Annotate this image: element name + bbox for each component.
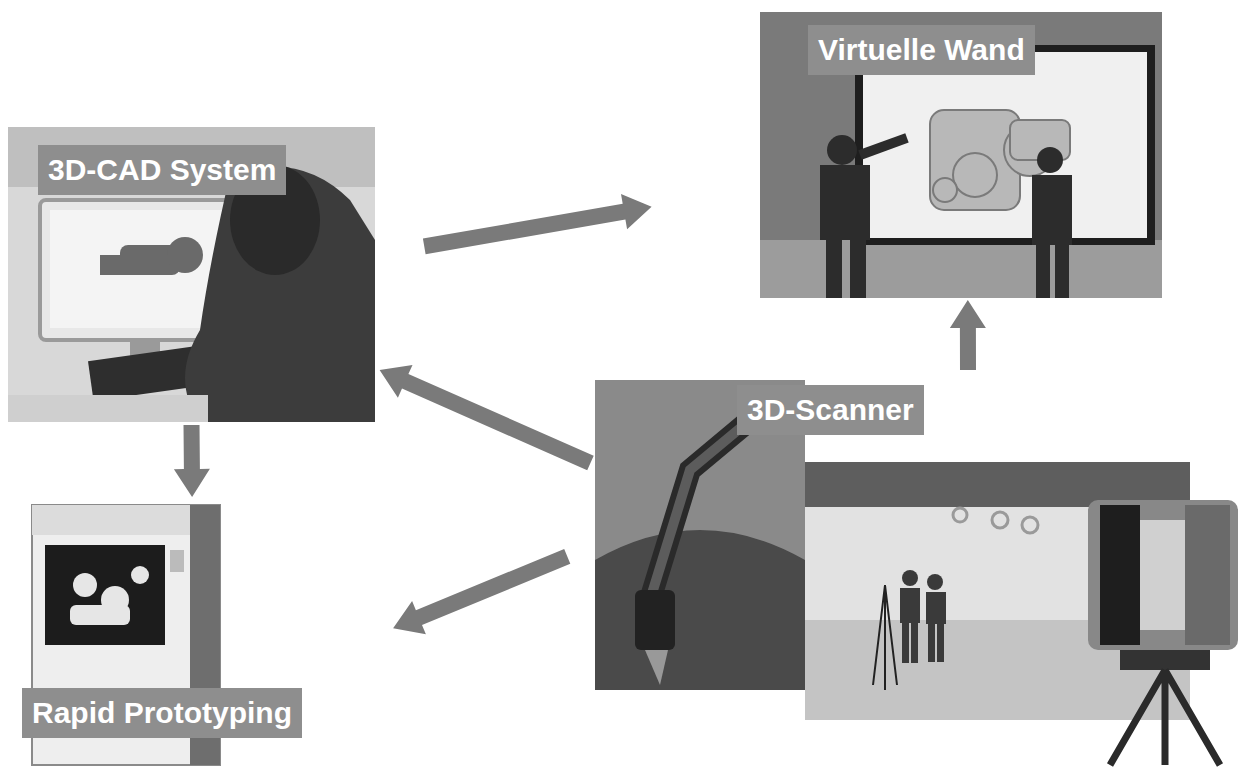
block-arrow	[950, 300, 986, 370]
wall-node: Virtuelle Wand	[760, 12, 1162, 298]
block-arrow	[174, 425, 210, 497]
photo-label: Virtuelle Wand	[808, 25, 1035, 75]
photo-label: 3D-Scanner	[737, 385, 924, 435]
block-arrow	[393, 549, 570, 634]
prototyping-node: Rapid Prototyping	[22, 500, 370, 765]
wall-photo	[760, 12, 1162, 298]
block-arrow	[380, 365, 594, 470]
cad-node: 3D-CAD System	[8, 127, 375, 422]
block-arrow	[423, 194, 652, 254]
laser-scanner	[1088, 500, 1238, 765]
photo-label: 3D-CAD System	[38, 145, 286, 195]
cad-photo	[8, 127, 375, 422]
photo-label: Rapid Prototyping	[22, 688, 302, 738]
scanner-node: 3D-Scanner	[595, 380, 1190, 720]
